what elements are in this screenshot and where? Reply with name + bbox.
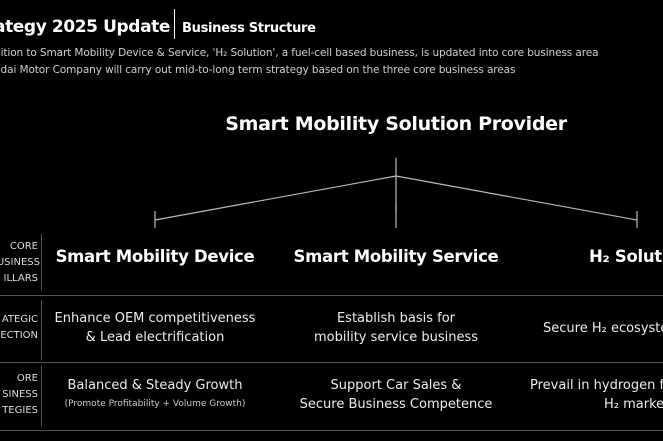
- strategy-device: Balanced & Steady Growth (Promote Profit…: [35, 376, 275, 414]
- page-title: ategy 2025 Update: [0, 17, 170, 37]
- row-label-bar: [41, 366, 42, 426]
- strategy-service: Support Car Sales & Secure Business Comp…: [299, 378, 493, 412]
- pillar-smart-mobility-service: Smart Mobility Service: [293, 247, 499, 266]
- pillar-h2-solution: H₂ Soluti: [589, 247, 663, 266]
- description-line-2: ndai Motor Company will carry out mid-to…: [0, 64, 516, 76]
- row-separator: [0, 362, 663, 363]
- direction-h2: Secure H₂ ecosyste: [543, 321, 663, 336]
- row-separator: [0, 295, 663, 296]
- strategy-device-note: (Promote Profitability + Volume Growth): [64, 399, 246, 409]
- row-separator: [0, 430, 663, 431]
- row-label-strategies: ORE SINESS TEGIES: [2, 373, 38, 416]
- direction-device: Enhance OEM competitiveness & Lead elect…: [54, 311, 256, 345]
- row-label-bar: [41, 234, 42, 290]
- pillar-smart-mobility-device: Smart Mobility Device: [55, 247, 255, 266]
- direction-service: Establish basis for mobility service bus…: [314, 311, 478, 345]
- description-line-1: dition to Smart Mobility Device & Servic…: [0, 47, 599, 59]
- strategy-h2: Prevail in hydrogen fu H₂ marke: [530, 378, 663, 412]
- title-divider: [174, 9, 175, 39]
- page-subtitle: Business Structure: [182, 21, 316, 36]
- branch-device: [154, 175, 397, 221]
- row-label-pillars: CORE BUSINESS ILLARS: [0, 241, 40, 284]
- row-label-bar: [41, 300, 42, 360]
- row-label-direction: ATEGIC ECTION: [0, 314, 38, 341]
- headline: Smart Mobility Solution Provider: [225, 113, 567, 135]
- branch-h2: [395, 175, 638, 221]
